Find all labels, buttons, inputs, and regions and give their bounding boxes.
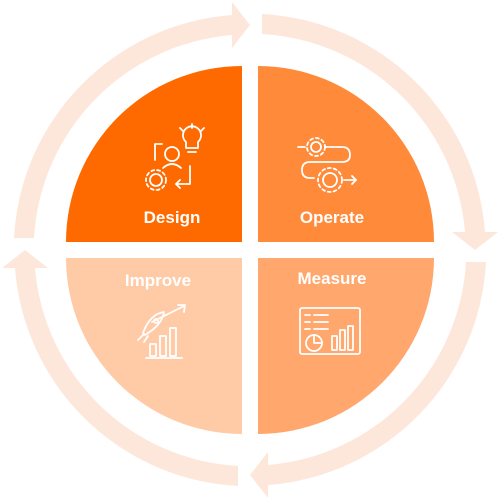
- quadrant-operate: [258, 66, 434, 242]
- quadrant-label-improve: Improve: [125, 271, 191, 290]
- quadrant-improve: [66, 258, 242, 434]
- quadrant-design: [66, 66, 242, 242]
- quadrant-label-measure: Measure: [298, 269, 367, 288]
- arrow-left: [2, 250, 238, 486]
- quadrant-label-operate: Operate: [300, 208, 364, 227]
- quadrants: [66, 66, 434, 434]
- gear-person-lightbulb-icon: [145, 123, 205, 191]
- process-gears-icon: [297, 137, 357, 193]
- arrow-top: [14, 2, 250, 238]
- arrow-bottom: [250, 262, 486, 498]
- arrow-right: [262, 14, 498, 250]
- quadrant-measure: [258, 258, 434, 434]
- dashboard-chart-icon: [299, 307, 361, 355]
- rocket-growth-icon: [137, 304, 186, 359]
- quadrant-label-design: Design: [144, 208, 201, 227]
